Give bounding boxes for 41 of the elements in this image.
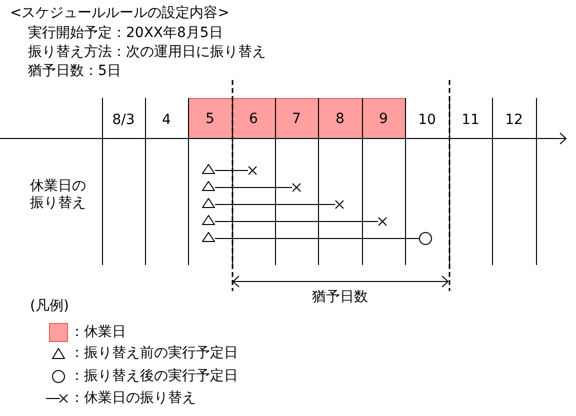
date-label: 12 xyxy=(505,112,523,128)
triangle-icon xyxy=(202,232,215,242)
legend-text: ：振り替え後の実行予定日 xyxy=(70,368,238,384)
connector-line xyxy=(214,170,248,171)
title: <スケジュールルールの設定内容> xyxy=(10,5,230,21)
legend-text: ：振り替え前の実行予定日 xyxy=(70,345,238,361)
dimension-label: 猶予日数 xyxy=(312,289,368,305)
circle-icon xyxy=(419,232,432,245)
cross-icon xyxy=(248,166,257,175)
triangle-icon xyxy=(202,215,215,225)
date-label: 9 xyxy=(379,111,388,127)
triangle-icon xyxy=(202,198,215,208)
connector-line xyxy=(214,204,336,205)
date-label: 6 xyxy=(249,111,258,127)
date-label: 5 xyxy=(206,111,214,127)
cross-icon xyxy=(292,183,301,192)
setting-text: 振り替え方法：次の運用日に振り替え xyxy=(28,44,266,60)
legend-text: ：休業日 xyxy=(70,324,126,340)
holiday-cell xyxy=(318,98,362,138)
setting-text: 猶予日数：5日 xyxy=(28,63,121,79)
holiday-cell xyxy=(275,98,318,138)
holiday-cell xyxy=(188,98,232,138)
connector-line xyxy=(214,187,292,188)
date-label: 10 xyxy=(418,112,436,128)
date-label: 7 xyxy=(292,111,301,127)
date-label: 8 xyxy=(336,111,344,127)
date-label: 8/3 xyxy=(112,112,135,128)
holiday-cell xyxy=(232,98,275,138)
triangle-icon xyxy=(202,181,215,191)
cross-icon xyxy=(335,200,344,209)
row-label: 休業日の振り替え xyxy=(30,178,87,212)
connector-line xyxy=(214,221,378,222)
date-label: 11 xyxy=(462,112,480,128)
connector-line xyxy=(214,238,420,239)
setting-text: 実行開始予定：20XX年8月5日 xyxy=(28,25,223,41)
legend-heading: (凡例) xyxy=(30,298,69,314)
date-label: 4 xyxy=(162,112,171,128)
triangle-icon xyxy=(202,164,215,174)
legend-text: ：休業日の振り替え xyxy=(70,390,196,406)
cross-icon xyxy=(378,217,387,226)
holiday-cell xyxy=(362,98,405,138)
